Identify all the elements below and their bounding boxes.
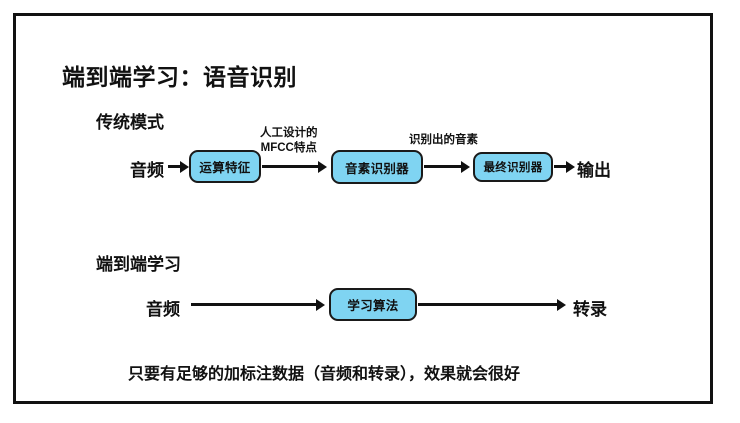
arrow-head-phoneme-to-final: [461, 160, 470, 173]
arrow-line-audio-to-feature: [168, 165, 182, 168]
arrow-line-audio-to-algorithm: [191, 303, 318, 306]
arrow-line-algorithm-to-transcript: [418, 303, 559, 306]
end-to-end-input-label: 音频: [146, 300, 180, 319]
process-box-final-recognizer[interactable]: 最终识别器: [473, 152, 553, 182]
end-to-end-output-label: 转录: [573, 300, 607, 319]
arrow-head-audio-to-algorithm: [316, 298, 325, 311]
arrow-line-final-to-output: [554, 165, 568, 168]
edge-label-mfcc-line2: MFCC特点: [260, 142, 317, 154]
edge-label-mfcc: 人工设计的 MFCC特点: [260, 126, 318, 156]
section-heading-end-to-end: 端到端学习: [96, 255, 181, 274]
arrow-head-feature-to-phoneme: [318, 160, 327, 173]
arrow-head-audio-to-feature: [180, 160, 189, 173]
arrow-head-final-to-output: [566, 160, 575, 173]
process-box-phoneme-recognizer[interactable]: 音素识别器: [331, 150, 423, 184]
page-title: 端到端学习：语音识别: [62, 64, 297, 90]
slide-caption: 只要有足够的加标注数据（音频和转录），效果就会很好: [128, 366, 521, 383]
arrow-head-algorithm-to-transcript: [557, 298, 566, 311]
section-heading-traditional: 传统模式: [96, 113, 164, 132]
traditional-input-label: 音频: [130, 161, 164, 180]
slide-frame: 端到端学习：语音识别 传统模式 音频 运算特征 人工设计的 MFCC特点 音素识…: [13, 13, 713, 404]
arrow-line-phoneme-to-final: [424, 165, 462, 168]
process-box-learning-algorithm[interactable]: 学习算法: [329, 288, 417, 321]
traditional-output-label: 输出: [577, 161, 611, 180]
process-box-feature-extraction[interactable]: 运算特征: [189, 150, 261, 183]
edge-label-recognized-phonemes: 识别出的音素: [409, 134, 478, 146]
edge-label-mfcc-line1: 人工设计的: [260, 127, 318, 139]
arrow-line-feature-to-phoneme: [262, 165, 320, 168]
